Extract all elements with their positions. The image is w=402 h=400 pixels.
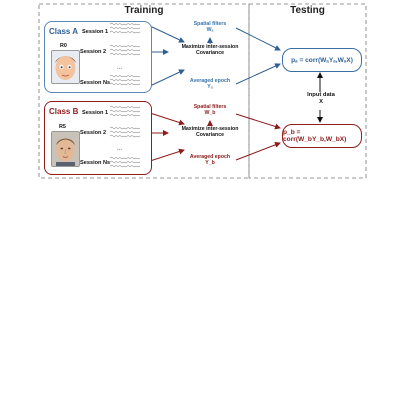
class-a-maximize: Maximize inter-session Covariance bbox=[170, 44, 250, 57]
class-a-spatial-filters: Spatial filters Wₐ bbox=[178, 21, 242, 34]
eeg-trace bbox=[110, 26, 141, 30]
eeg-trace bbox=[110, 22, 141, 26]
arrow-b-sessionns bbox=[149, 148, 185, 162]
eeg-trace bbox=[110, 105, 141, 109]
class-b-result-box: p_b = corr(W_bY_b,W_bX) bbox=[282, 124, 362, 148]
eeg-trace bbox=[110, 48, 141, 52]
class-a-averaged-line1: Averaged epoch bbox=[189, 78, 231, 84]
class-b-session-ns: Session Ns bbox=[80, 160, 111, 166]
class-a-averaged-epoch: Averaged epoch Yₐ bbox=[178, 78, 242, 91]
eeg-trace bbox=[110, 82, 141, 86]
eeg-trace bbox=[110, 109, 141, 113]
class-b-ellipsis: ... bbox=[117, 146, 123, 152]
arrow-a-filters-to-result bbox=[235, 27, 281, 51]
class-b-session-2: Session 2 bbox=[80, 130, 107, 136]
arrow-a-sessionns bbox=[149, 69, 185, 87]
eeg-trace bbox=[110, 74, 141, 78]
arrow-b-session1 bbox=[149, 112, 185, 126]
class-b-subject: R5 bbox=[59, 124, 66, 130]
class-a-spatial-filters-line1: Spatial filters bbox=[193, 21, 227, 27]
class-a-maximize-line2: Covariance bbox=[196, 49, 224, 56]
eeg-trace bbox=[110, 44, 141, 48]
eeg-trace bbox=[110, 130, 141, 134]
arrow-a-epoch-to-result bbox=[235, 63, 281, 85]
eeg-trace bbox=[110, 126, 141, 130]
class-a-ellipsis: ... bbox=[117, 65, 123, 71]
class-a-session-1: Session 1 bbox=[82, 29, 109, 35]
testing-title: Testing bbox=[290, 5, 325, 16]
class-a-subject: R0 bbox=[60, 43, 67, 49]
eeg-trace bbox=[110, 134, 141, 138]
class-b-session-1: Session 1 bbox=[82, 110, 109, 116]
eeg-trace bbox=[110, 52, 141, 56]
class-b-maximize-line2: Covariance bbox=[196, 131, 224, 138]
avatar-photo-face bbox=[51, 131, 80, 167]
input-data-line1: Input data bbox=[307, 92, 335, 98]
class-a-result-box: pₐ = corr(WₐYₐ,WₐX) bbox=[282, 48, 362, 72]
class-a-result-formula: pₐ = corr(WₐYₐ,WₐX) bbox=[291, 56, 353, 64]
class-b-averaged-epoch: Averaged epoch Y_b bbox=[178, 154, 242, 167]
eeg-trace bbox=[110, 160, 141, 164]
class-a-label: Class A bbox=[49, 27, 79, 36]
class-b-spatial-filters-line1: Spatial filters bbox=[193, 104, 227, 110]
arrow-b-filters-to-result bbox=[235, 113, 281, 130]
class-b-spatial-filters-line2: W_b bbox=[204, 109, 216, 116]
arrow-a-session1 bbox=[149, 25, 185, 43]
class-b-spatial-filters: Spatial filters W_b bbox=[178, 104, 242, 117]
testing-frame bbox=[248, 3, 367, 179]
class-a-spatial-filters-line2: Wₐ bbox=[206, 26, 214, 33]
eeg-trace bbox=[110, 30, 141, 34]
training-frame bbox=[38, 3, 250, 179]
class-b-result-formula: p_b = corr(W_bY_b,W_bX) bbox=[283, 129, 347, 143]
input-data-line2: X bbox=[319, 98, 323, 105]
class-a-eeg-traces bbox=[110, 22, 141, 86]
class-b-maximize-line1: Maximize inter-session bbox=[181, 126, 239, 132]
class-b-averaged-line1: Averaged epoch bbox=[189, 154, 231, 160]
eeg-trace bbox=[110, 113, 141, 117]
avatar-cartoon-face bbox=[51, 50, 80, 84]
class-b-label: Class B bbox=[49, 107, 79, 116]
class-a-session-ns: Session Ns bbox=[80, 80, 111, 86]
arrow-b-epoch-to-result bbox=[235, 142, 281, 161]
class-b-eeg-traces bbox=[110, 105, 141, 168]
class-a-session-2: Session 2 bbox=[80, 49, 107, 55]
training-title: Training bbox=[124, 5, 164, 16]
input-data: Input data X bbox=[296, 92, 346, 105]
eeg-trace bbox=[110, 78, 141, 82]
eeg-trace bbox=[110, 156, 141, 160]
class-a-maximize-line1: Maximize inter-session bbox=[181, 44, 239, 50]
class-a-averaged-line2: Yₐ bbox=[207, 83, 213, 90]
class-b-maximize: Maximize inter-session Covariance bbox=[170, 126, 250, 139]
class-b-averaged-line2: Y_b bbox=[205, 159, 215, 166]
eeg-trace bbox=[110, 164, 141, 168]
